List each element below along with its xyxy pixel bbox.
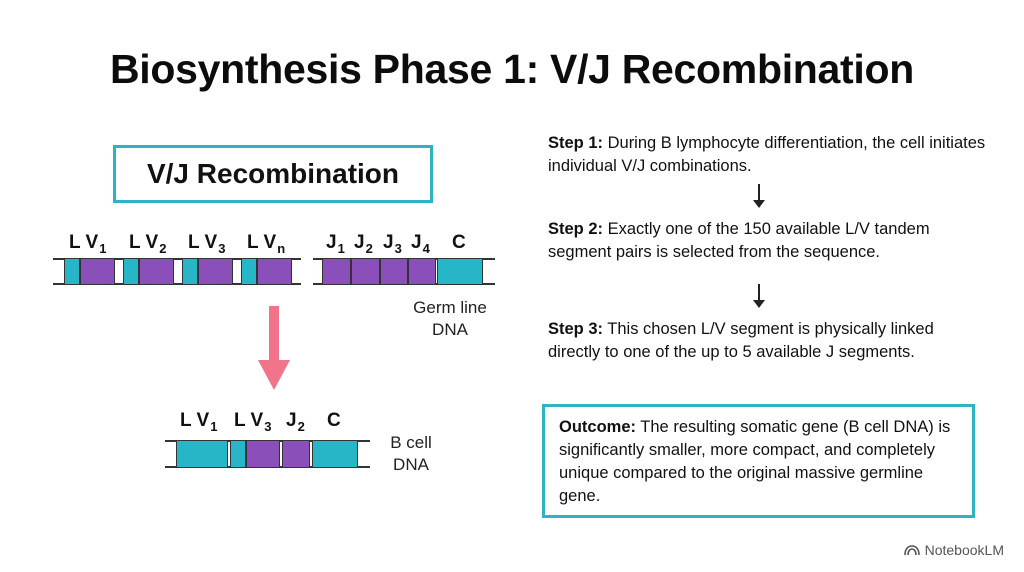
germline-label-j3: J3 [383, 232, 402, 256]
page-title: Biosynthesis Phase 1: V/J Recombination [110, 46, 914, 92]
germline-label-lv1: L V1 [69, 232, 107, 256]
germline-label-j1: J1 [326, 232, 345, 256]
notebooklm-brand: NotebookLM [903, 542, 1004, 558]
germline-v1-segment [80, 258, 115, 285]
step-1: Step 1: During B lymphocyte differentiat… [548, 134, 986, 176]
step-2: Step 2: Exactly one of the 150 available… [548, 220, 930, 262]
outcome-box: Outcome: The resulting somatic gene (B c… [542, 404, 975, 518]
germline-leader-3 [182, 258, 198, 285]
germline-label-lv2: L V2 [129, 232, 167, 256]
arrow-down-icon [753, 184, 765, 208]
vj-recombination-box: V/J Recombination [113, 145, 433, 203]
step-3: Step 3: This chosen L/V segment is physi… [548, 320, 934, 362]
germline-label-j4: J4 [411, 232, 430, 256]
bcell-j2-segment [282, 440, 310, 468]
bcell-leader-v1-segment [176, 440, 228, 468]
germline-vn-segment [257, 258, 292, 285]
germline-j3-segment [380, 258, 408, 285]
bcell-dna-caption: B cell DNA [390, 433, 432, 475]
germline-leader-1 [64, 258, 80, 285]
bcell-label-c: C [327, 410, 341, 431]
bcell-c-segment [312, 440, 358, 468]
germline-j4-segment [408, 258, 436, 285]
germline-dna-caption: Germ line DNA [413, 298, 487, 340]
germline-j1-segment [322, 258, 351, 285]
germline-v3-segment [198, 258, 233, 285]
arrow-down-icon [753, 284, 765, 308]
bcell-label-lv3: L V3 [234, 410, 272, 434]
recombination-diagram: V/J Recombination L V1 L V2 L V3 L Vn J1… [53, 145, 495, 475]
germline-strand-bottom-left [53, 283, 301, 285]
germline-label-c: C [452, 232, 466, 253]
germline-label-lv3: L V3 [188, 232, 226, 256]
germline-label-j2: J2 [354, 232, 373, 256]
germline-v2-segment [139, 258, 174, 285]
notebooklm-logo-icon [903, 545, 920, 556]
germline-c-segment [437, 258, 483, 285]
germline-leader-2 [123, 258, 139, 285]
germline-leader-n [241, 258, 257, 285]
germline-j2-segment [351, 258, 380, 285]
germline-label-lvn: L Vn [247, 232, 286, 256]
germline-strand-top-left [53, 258, 301, 260]
bcell-v3-segment [246, 440, 280, 468]
bcell-label-j2: J2 [286, 410, 305, 434]
bcell-leader-3 [230, 440, 246, 468]
bcell-label-lv1: L V1 [180, 410, 218, 434]
brand-label: NotebookLM [924, 542, 1004, 558]
recombination-arrow-icon [258, 306, 290, 390]
